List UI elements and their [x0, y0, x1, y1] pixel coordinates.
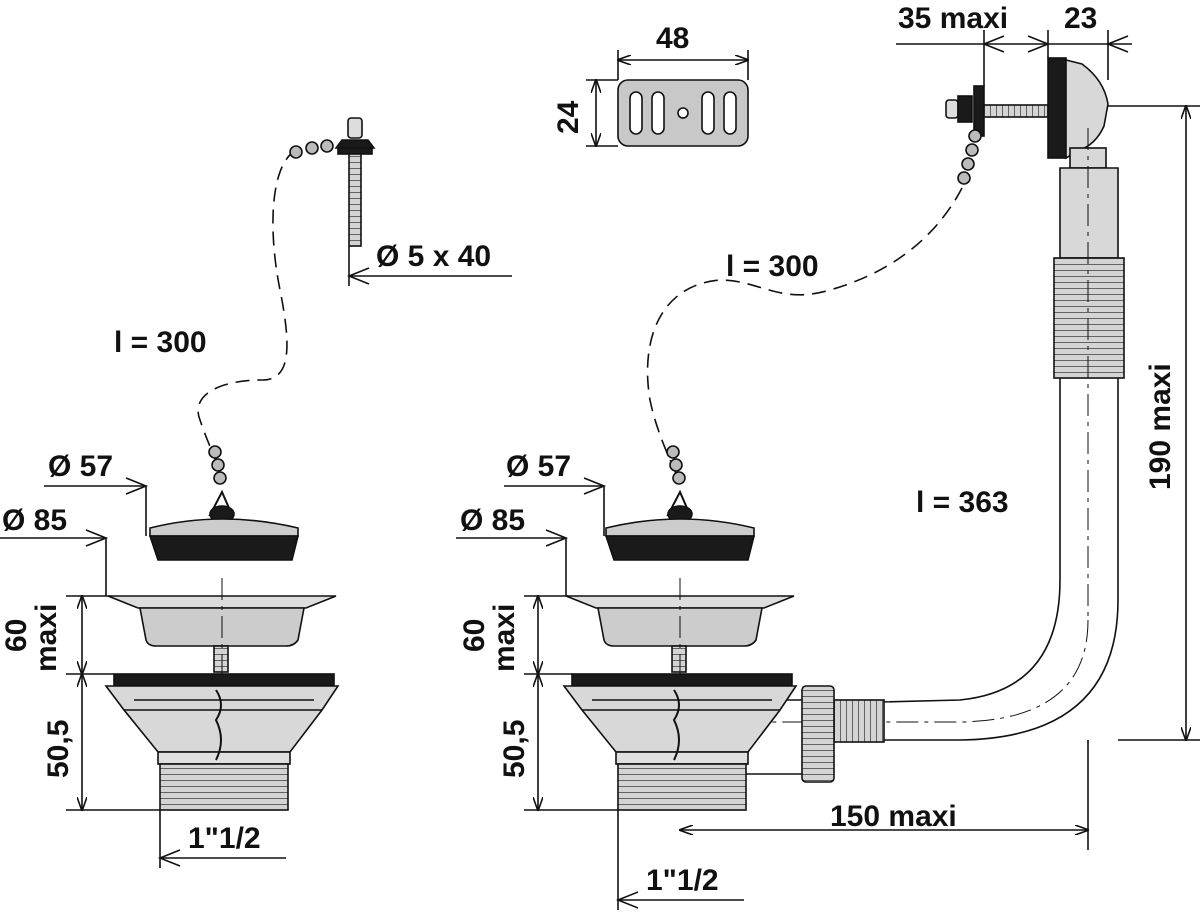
left-dim-body-height: [66, 674, 160, 810]
left-labels: l = 300 Ø 5 x 40 Ø 57 Ø 85 60 maxi 50,5 …: [0, 240, 491, 855]
overflow-vertical-hose: [680, 128, 1125, 741]
left-height-max-label: 60: [0, 619, 33, 652]
right-labels: l = 300 35 maxi 23 190 maxi l = 363 150 …: [458, 2, 1177, 897]
right-height-max-suffix: maxi: [488, 604, 521, 672]
right-drain-body: [562, 673, 798, 811]
left-flange-diameter-label: Ø 85: [2, 504, 67, 537]
overflow-head: [945, 57, 1109, 169]
right-thread-label: 1"1/2: [646, 864, 719, 897]
overflow-depth-label: 23: [1064, 2, 1097, 35]
left-chain-beads-bottom: [208, 445, 227, 485]
left-screw-size-label: Ø 5 x 40: [376, 240, 491, 273]
left-dim-thread: [157, 810, 286, 868]
right-assembly: [456, 30, 1200, 910]
left-chain: [197, 149, 297, 481]
left-body-height-label: 50,5: [42, 720, 75, 778]
left-screw: [334, 117, 376, 247]
right-plug-diameter-label: Ø 57: [506, 450, 571, 483]
right-chain-length-label: l = 300: [726, 250, 819, 283]
right-strainer-cup: [565, 578, 795, 790]
outlet-offset-label: 150 maxi: [830, 800, 957, 833]
right-plug: [604, 489, 756, 561]
mounting-plate: [586, 50, 748, 146]
right-height-max-label: 60: [458, 619, 491, 652]
right-chain-beads-top: [957, 129, 982, 185]
plate-height-label: 24: [552, 100, 585, 134]
left-height-max-suffix: maxi: [30, 604, 63, 672]
left-dim-height-max: [66, 596, 114, 674]
right-dim-plug-diameter: [504, 477, 607, 536]
right-dim-overflow-height: [1108, 106, 1200, 740]
right-dim-outlet-offset: [680, 740, 1088, 850]
plate-width-label: 48: [656, 22, 689, 55]
left-thread-label: 1"1/2: [188, 822, 261, 855]
right-dim-height-max: [524, 596, 572, 674]
right-dim-flange-diameter: [456, 529, 569, 596]
overflow-thickness-label: 35 maxi: [898, 2, 1008, 35]
left-plug-diameter-label: Ø 57: [48, 450, 113, 483]
hose-length-label: l = 363: [916, 486, 1009, 519]
right-dim-overflow-top: [896, 30, 1132, 86]
right-chain: [646, 187, 963, 479]
left-plug: [148, 489, 300, 561]
right-flange-diameter-label: Ø 85: [460, 504, 525, 537]
overflow-horizontal-hose: [743, 685, 885, 783]
left-dim-screw: [346, 246, 512, 286]
left-drain-body: [104, 673, 340, 811]
left-dim-plug-diameter: [44, 477, 149, 536]
right-body-height-label: 50,5: [498, 720, 531, 778]
right-chain-beads-bottom: [666, 445, 686, 485]
left-assembly: [0, 117, 512, 868]
left-chain-beads-top: [289, 139, 334, 159]
right-dim-thread: [615, 810, 744, 910]
overflow-height-label: 190 maxi: [1144, 363, 1177, 490]
left-dim-flange-diameter: [0, 529, 109, 596]
right-dim-body-height: [524, 674, 618, 810]
left-chain-length-label: l = 300: [114, 326, 207, 359]
